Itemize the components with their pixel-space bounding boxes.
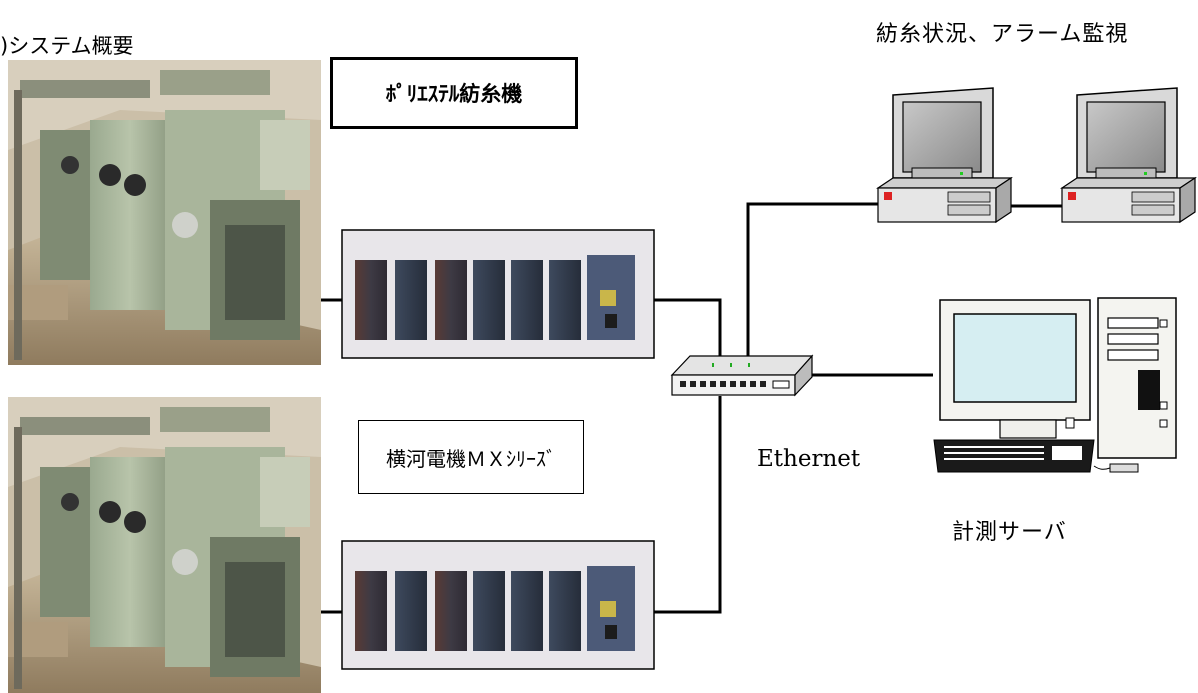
monitoring-label: 紡糸状況、アラーム監視 [876, 22, 1129, 47]
spinning-machine-photo [8, 397, 321, 693]
spinning-machine-photo [8, 60, 321, 365]
diagram-title: )システム概要 [0, 34, 134, 58]
machine-label-box: ﾎﾟﾘｴｽﾃﾙ紡糸機 [330, 57, 578, 129]
network-hub-icon [670, 354, 814, 397]
controller-rack-photo [341, 540, 655, 670]
controller-label-box: 横河電機ＭＸｼﾘｰｽﾞ [358, 420, 584, 494]
desktop-pc-icon [876, 87, 1013, 224]
ethernet-label: Ethernet [757, 446, 861, 472]
server-label: 計測サーバ [952, 520, 1067, 545]
network-lines [321, 202, 1062, 614]
controller-rack-photo [341, 229, 655, 359]
server-computer-icon [933, 297, 1177, 473]
desktop-pc-icon [1060, 87, 1197, 224]
